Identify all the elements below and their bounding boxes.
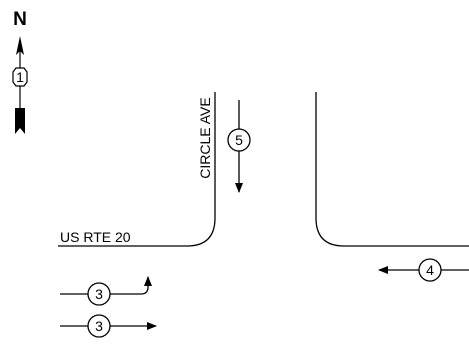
movement-circle-ave-southbound: 5	[227, 100, 251, 193]
north-label: N	[13, 9, 27, 30]
phase-number: 5	[235, 132, 243, 148]
movement-us-rte-20-westbound: 4	[378, 258, 469, 282]
phase-number: 3	[95, 318, 103, 334]
north-arrow: N 1	[12, 9, 28, 134]
north-arrow-badge	[12, 67, 28, 87]
phase-number: 3	[95, 286, 103, 302]
movement-us-rte-20-eastbound-through: 3	[60, 314, 157, 338]
movement-arrow	[110, 276, 152, 295]
street-label-circle-ave: CIRCLE AVE	[197, 97, 213, 178]
north-arrow-badge-number: 1	[16, 69, 24, 85]
movement-us-rte-20-eastbound-left: 3	[60, 276, 152, 306]
north-arrow-head	[16, 36, 24, 55]
phase-number: 4	[426, 262, 434, 278]
curb-northwest	[58, 92, 216, 247]
street-label-us-rte-20: US RTE 20	[60, 229, 131, 245]
north-arrow-tail	[15, 108, 25, 134]
curb-northeast	[315, 92, 469, 247]
